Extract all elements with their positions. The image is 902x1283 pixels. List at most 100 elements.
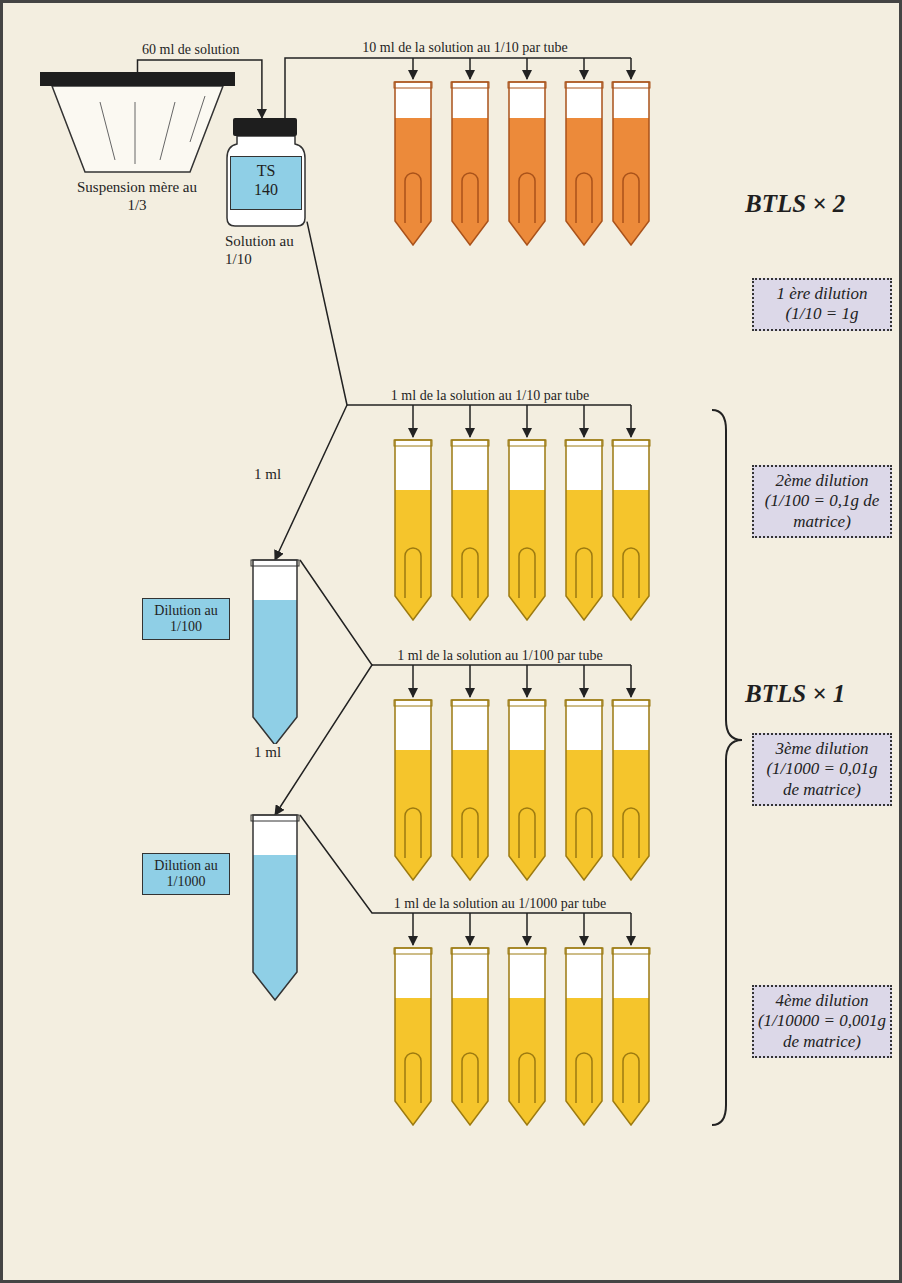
tube-lip xyxy=(394,440,432,446)
tube-air xyxy=(566,82,602,118)
tube-outline xyxy=(613,440,649,620)
durham-tube xyxy=(623,808,639,858)
tube-air xyxy=(395,440,431,490)
tube-lip xyxy=(394,82,432,88)
durham-tube xyxy=(576,173,592,223)
tube-air xyxy=(566,700,602,750)
dispense-arrow xyxy=(630,405,632,437)
tube-air xyxy=(509,948,545,998)
beaker-lid xyxy=(40,72,235,86)
durham-tube xyxy=(405,808,421,858)
dispense-arrow xyxy=(583,405,585,437)
tube-outline xyxy=(395,948,431,1125)
durham-tube xyxy=(462,173,478,223)
durham-tube xyxy=(623,1053,639,1103)
tube-lip xyxy=(451,700,489,706)
culture-tube xyxy=(565,665,603,880)
dispense-arrow xyxy=(469,665,471,697)
tube-lip xyxy=(508,948,546,954)
tube-outline xyxy=(452,948,488,1125)
tube-outline xyxy=(509,82,545,245)
tube-medium xyxy=(613,948,649,1125)
culture-tube xyxy=(451,665,489,880)
culture-tube xyxy=(508,58,546,245)
tube-outline xyxy=(395,440,431,620)
glass-reflection xyxy=(190,96,205,142)
durham-tube xyxy=(576,1053,592,1103)
tube-outline xyxy=(566,440,602,620)
dilution-tube: Dilution au 1/1000 xyxy=(250,815,300,1000)
tube-outline xyxy=(253,815,297,1000)
dispense-arrow xyxy=(412,58,414,79)
tube-rows xyxy=(394,58,650,1125)
beaker-node: Suspension mère au 1/3 xyxy=(40,72,235,172)
tube-air xyxy=(509,700,545,750)
dispense-arrow xyxy=(630,913,632,945)
medium-label: BTLS × 2 xyxy=(745,190,845,218)
durham-tube xyxy=(462,808,478,858)
transfer-note: 1 ml de la solution au 1/1000 par tube xyxy=(394,896,606,911)
volume-label: 1 ml xyxy=(252,744,283,761)
tube-lip xyxy=(451,948,489,954)
culture-tube xyxy=(451,913,489,1125)
tube-shape xyxy=(250,815,300,1000)
dispense-arrow xyxy=(412,665,414,697)
tube-lip xyxy=(451,82,489,88)
dilution-box: 3ème dilution(1/1000 = 0,01g de matrice) xyxy=(752,733,892,806)
dilution-tube: Dilution au 1/100 xyxy=(250,560,300,745)
dispense-arrow xyxy=(526,913,528,945)
culture-tube xyxy=(612,58,650,245)
dispense-arrow xyxy=(469,913,471,945)
dispense-arrow xyxy=(469,58,471,79)
glass-reflection xyxy=(160,102,175,160)
tube-outline xyxy=(613,948,649,1125)
tube-medium xyxy=(566,948,602,1125)
tube-medium xyxy=(395,440,431,620)
tube-outline xyxy=(509,700,545,880)
dispense-line xyxy=(372,664,631,666)
node-text: (1/10000 = 0,001g de matrice) xyxy=(757,1011,887,1052)
culture-tube xyxy=(394,58,432,245)
tube-lip xyxy=(451,440,489,446)
tube-outline xyxy=(613,700,649,880)
bottle-node: Solution au 1/10TS 140 xyxy=(225,118,307,226)
tube-air xyxy=(566,440,602,490)
culture-tube xyxy=(508,665,546,880)
dilution-box: 4ème dilution(1/10000 = 0,001g de matric… xyxy=(752,985,892,1058)
bottle-body xyxy=(227,136,305,226)
bottle-cap xyxy=(233,118,297,136)
tube-air xyxy=(509,440,545,490)
dispense-arrow xyxy=(583,913,585,945)
node-title: 3ème dilution xyxy=(757,739,887,759)
tube-lip xyxy=(508,700,546,706)
tube-lip xyxy=(612,440,650,446)
node-title: Suspension mère au 1/3 xyxy=(72,178,202,214)
tube-air xyxy=(613,440,649,490)
transfer-note: 10 ml de la solution au 1/10 par tube xyxy=(362,40,567,55)
tube-lip xyxy=(251,815,299,821)
dispense-line xyxy=(285,58,631,118)
durham-tube xyxy=(576,548,592,598)
culture-tube xyxy=(451,405,489,620)
tube-outline xyxy=(395,700,431,880)
tube-lip xyxy=(612,700,650,706)
tube-air xyxy=(509,82,545,118)
culture-tube xyxy=(565,58,603,245)
node-text: (1/1000 = 0,01g de matrice) xyxy=(757,759,887,800)
tube-medium xyxy=(452,948,488,1125)
durham-tube xyxy=(576,808,592,858)
tube-air xyxy=(566,948,602,998)
transfer-note: 1 ml de la solution au 1/100 par tube xyxy=(397,648,602,663)
volume-label: 1 ml xyxy=(252,466,283,483)
tube-air xyxy=(452,948,488,998)
tube-air xyxy=(613,82,649,118)
tube-outline xyxy=(395,82,431,245)
tube-lip xyxy=(612,82,650,88)
tube-liquid xyxy=(253,560,297,745)
node-title: Dilution au 1/100 xyxy=(142,598,230,640)
tube-medium xyxy=(509,82,545,245)
node-title: Dilution au 1/1000 xyxy=(142,853,230,895)
tube-outline xyxy=(566,700,602,880)
